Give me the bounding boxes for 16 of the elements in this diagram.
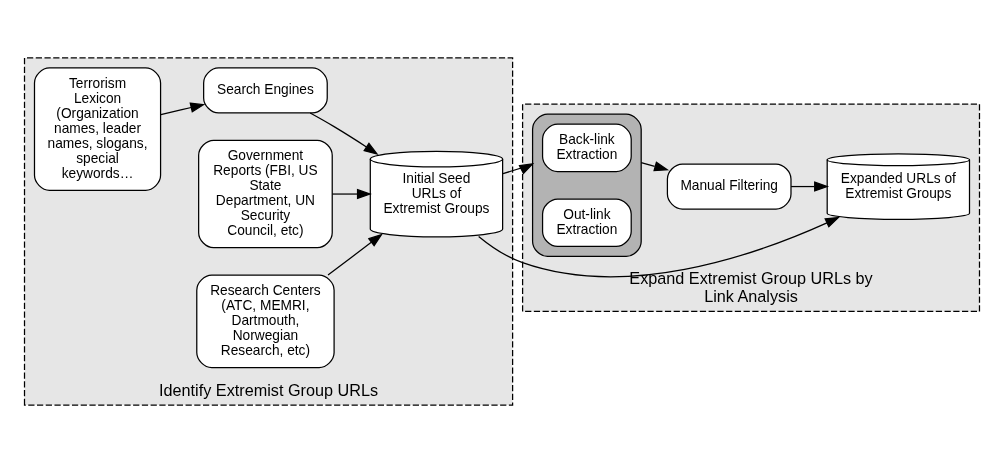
arrow: [501, 163, 534, 175]
arrow: [326, 233, 383, 276]
node-box: Manual Filtering: [666, 163, 792, 210]
arrow: [789, 181, 829, 192]
node-box: Back-link Extraction: [541, 123, 632, 173]
node-box: Out-link Extraction: [541, 198, 632, 248]
arrow: [309, 112, 379, 155]
cluster: [531, 113, 642, 258]
arrow: [477, 216, 840, 278]
node-box: Research Centers (ATC, MEMRI, Dartmouth, Norwegian Research, etc): [195, 274, 335, 369]
arrow: [159, 102, 205, 116]
node-box: Search Engines: [202, 67, 328, 114]
node-box: Terrorism Lexicon (Organization names, leader names, slogans, special keywords…: [33, 67, 161, 191]
node-box: Government Reports (FBI, US State Department, UN Security Council, etc): [197, 139, 333, 249]
arrow: [640, 161, 669, 172]
arrow: [331, 188, 372, 200]
